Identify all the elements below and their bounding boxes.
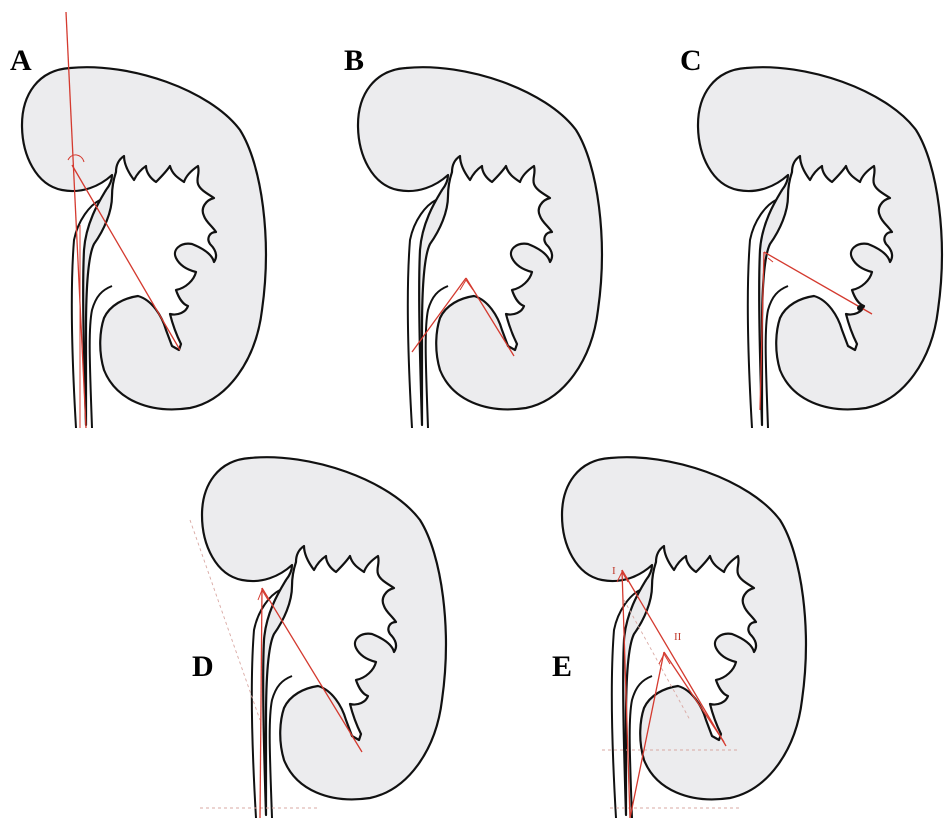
panel-label-a: A [10, 46, 32, 76]
panel-label-b: B [344, 46, 364, 76]
panel-d-kidney [190, 457, 446, 818]
panel-c-kidney [698, 67, 942, 428]
panel-label-e: E [552, 652, 572, 682]
panel-label-d: D [192, 652, 214, 682]
panel-b-kidney [358, 67, 602, 428]
angle-label-one: I [612, 566, 616, 577]
panel-a-kidney [22, 12, 266, 428]
panel-label-c: C [680, 46, 702, 76]
angle-label-two: II [674, 632, 681, 643]
panel-e-kidney [562, 457, 806, 818]
